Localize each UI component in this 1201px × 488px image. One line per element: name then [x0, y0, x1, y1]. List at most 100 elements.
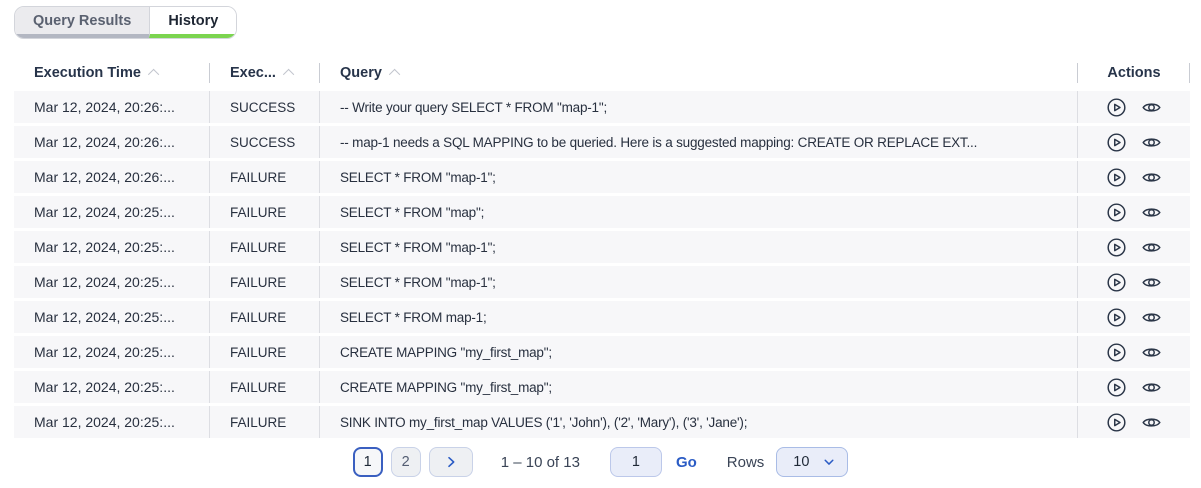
execution-status-cell: SUCCESS: [210, 126, 320, 158]
eye-icon: [1141, 167, 1162, 188]
table-row[interactable]: Mar 12, 2024, 20:25:... FAILURE SINK INT…: [14, 406, 1190, 438]
execution-status-cell: SUCCESS: [210, 91, 320, 123]
query-cell: SELECT * FROM map-1;: [320, 301, 1078, 333]
column-divider: [209, 63, 210, 83]
table-row[interactable]: Mar 12, 2024, 20:26:... SUCCESS -- map-1…: [14, 126, 1190, 158]
header-query[interactable]: Query: [320, 57, 1078, 89]
run-query-button[interactable]: [1106, 131, 1128, 153]
execution-time-cell: Mar 12, 2024, 20:25:...: [14, 371, 210, 403]
run-query-button[interactable]: [1106, 306, 1128, 328]
rows-per-page-label: Rows: [726, 453, 765, 471]
header-execution-time-label: Execution Time: [34, 65, 141, 81]
pagination-bar: 1 2 1 – 10 of 13 Go Rows 10: [0, 447, 1201, 477]
eye-icon: [1141, 307, 1162, 328]
actions-cell: [1078, 336, 1190, 368]
page-number-input[interactable]: [609, 447, 662, 477]
sort-caret-icon[interactable]: [388, 68, 401, 81]
eye-icon: [1141, 97, 1162, 118]
actions-cell: [1078, 301, 1190, 333]
run-query-button[interactable]: [1106, 411, 1128, 433]
rows-per-page-select[interactable]: 10: [776, 447, 849, 477]
play-circle-icon: [1106, 237, 1127, 258]
chevron-down-icon: [822, 455, 836, 469]
table-header-row: Execution Time Exec... Query Actions: [14, 57, 1190, 89]
view-query-button[interactable]: [1141, 131, 1163, 153]
next-page-button[interactable]: [428, 447, 473, 477]
header-actions: Actions: [1078, 57, 1190, 89]
sort-caret-icon[interactable]: [282, 68, 295, 81]
execution-status-cell: FAILURE: [210, 406, 320, 438]
play-circle-icon: [1106, 412, 1127, 433]
header-execution-time[interactable]: Execution Time: [14, 57, 210, 89]
query-cell: -- map-1 needs a SQL MAPPING to be queri…: [320, 126, 1078, 158]
results-history-tabbar: Query Results History: [14, 6, 238, 39]
query-history-table: Execution Time Exec... Query Actions Mar…: [14, 57, 1190, 438]
run-query-button[interactable]: [1106, 166, 1128, 188]
view-query-button[interactable]: [1141, 236, 1163, 258]
query-cell: SELECT * FROM "map-1";: [320, 161, 1078, 193]
view-query-button[interactable]: [1141, 201, 1163, 223]
header-execution-status-label: Exec...: [230, 65, 276, 81]
play-circle-icon: [1106, 202, 1127, 223]
actions-cell: [1078, 231, 1190, 263]
execution-time-cell: Mar 12, 2024, 20:26:...: [14, 91, 210, 123]
query-cell: SINK INTO my_first_map VALUES ('1', 'Joh…: [320, 406, 1078, 438]
table-row[interactable]: Mar 12, 2024, 20:25:... FAILURE SELECT *…: [14, 266, 1190, 298]
execution-time-cell: Mar 12, 2024, 20:25:...: [14, 301, 210, 333]
table-row[interactable]: Mar 12, 2024, 20:25:... FAILURE SELECT *…: [14, 196, 1190, 228]
run-query-button[interactable]: [1106, 341, 1128, 363]
view-query-button[interactable]: [1141, 376, 1163, 398]
go-button[interactable]: Go: [675, 453, 697, 471]
execution-status-cell: FAILURE: [210, 161, 320, 193]
play-circle-icon: [1106, 307, 1127, 328]
query-cell: CREATE MAPPING "my_first_map";: [320, 336, 1078, 368]
view-query-button[interactable]: [1141, 271, 1163, 293]
eye-icon: [1141, 377, 1162, 398]
view-query-button[interactable]: [1141, 306, 1163, 328]
view-query-button[interactable]: [1141, 341, 1163, 363]
table-row[interactable]: Mar 12, 2024, 20:25:... FAILURE SELECT *…: [14, 301, 1190, 333]
play-circle-icon: [1106, 167, 1127, 188]
run-query-button[interactable]: [1106, 271, 1128, 293]
table-row[interactable]: Mar 12, 2024, 20:26:... FAILURE SELECT *…: [14, 161, 1190, 193]
table-row[interactable]: Mar 12, 2024, 20:25:... FAILURE SELECT *…: [14, 231, 1190, 263]
tab-history[interactable]: History: [149, 7, 237, 38]
run-query-button[interactable]: [1106, 236, 1128, 258]
header-actions-label: Actions: [1107, 65, 1161, 81]
sort-caret-icon[interactable]: [147, 68, 160, 81]
view-query-button[interactable]: [1141, 411, 1163, 433]
actions-cell: [1078, 406, 1190, 438]
tab-query-results[interactable]: Query Results: [15, 7, 150, 38]
execution-status-cell: FAILURE: [210, 196, 320, 228]
page-2-button[interactable]: 2: [390, 447, 421, 477]
view-query-button[interactable]: [1141, 96, 1163, 118]
eye-icon: [1141, 202, 1162, 223]
view-query-button[interactable]: [1141, 166, 1163, 188]
play-circle-icon: [1106, 132, 1127, 153]
run-query-button[interactable]: [1106, 201, 1128, 223]
page-1-button[interactable]: 1: [352, 447, 383, 477]
table-row[interactable]: Mar 12, 2024, 20:26:... SUCCESS -- Write…: [14, 91, 1190, 123]
execution-time-cell: Mar 12, 2024, 20:25:...: [14, 266, 210, 298]
header-execution-status[interactable]: Exec...: [210, 57, 320, 89]
run-query-button[interactable]: [1106, 376, 1128, 398]
actions-cell: [1078, 266, 1190, 298]
pagination-range-text: 1 – 10 of 13: [500, 453, 580, 471]
run-query-button[interactable]: [1106, 96, 1128, 118]
eye-icon: [1141, 342, 1162, 363]
play-circle-icon: [1106, 342, 1127, 363]
execution-status-cell: FAILURE: [210, 231, 320, 263]
column-divider: [319, 63, 320, 83]
execution-status-cell: FAILURE: [210, 301, 320, 333]
query-cell: SELECT * FROM "map-1";: [320, 266, 1078, 298]
table-body: Mar 12, 2024, 20:26:... SUCCESS -- Write…: [14, 91, 1190, 438]
chevron-right-icon: [443, 454, 459, 470]
query-cell: -- Write your query SELECT * FROM "map-1…: [320, 91, 1078, 123]
execution-time-cell: Mar 12, 2024, 20:26:...: [14, 161, 210, 193]
table-row[interactable]: Mar 12, 2024, 20:25:... FAILURE CREATE M…: [14, 336, 1190, 368]
eye-icon: [1141, 237, 1162, 258]
query-cell: SELECT * FROM "map-1";: [320, 231, 1078, 263]
table-row[interactable]: Mar 12, 2024, 20:25:... FAILURE CREATE M…: [14, 371, 1190, 403]
play-circle-icon: [1106, 272, 1127, 293]
actions-cell: [1078, 161, 1190, 193]
